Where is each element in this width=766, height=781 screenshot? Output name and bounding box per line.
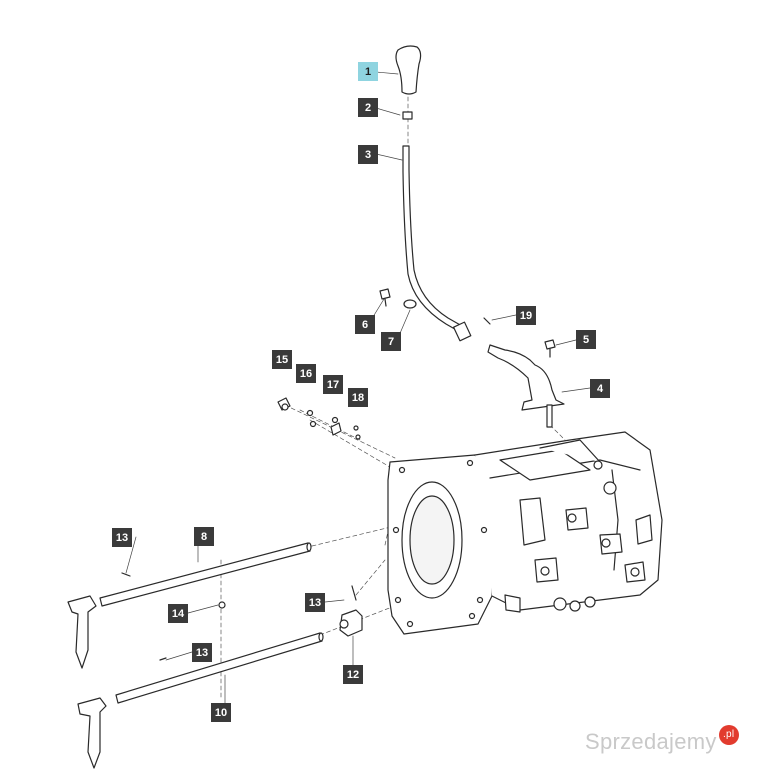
callout-4: 4 xyxy=(590,379,610,398)
transmission-housing xyxy=(387,431,663,635)
callout-1: 1 xyxy=(358,62,378,81)
callout-13b: 13 xyxy=(305,593,325,612)
roll-pin-a xyxy=(121,572,131,577)
selector-shaft xyxy=(546,404,553,428)
watermark: Sprzedajemy.pl xyxy=(585,725,739,757)
callout-13c: 13 xyxy=(192,643,212,662)
roll-pin-c xyxy=(159,657,167,661)
callout-17: 17 xyxy=(323,375,343,394)
pin-part xyxy=(483,317,491,325)
callout-18: 18 xyxy=(348,388,368,407)
callout-13a: 13 xyxy=(112,528,132,547)
selector-housing xyxy=(487,344,565,411)
callout-2: 2 xyxy=(358,98,378,117)
lever-collar xyxy=(453,321,472,342)
shift-fork-upper xyxy=(67,595,97,669)
selector-block xyxy=(339,609,363,637)
ring-part xyxy=(402,111,413,120)
callout-7: 7 xyxy=(381,332,401,351)
callout-6: 6 xyxy=(355,315,375,334)
callout-15: 15 xyxy=(272,350,292,369)
shift-fork-lower xyxy=(77,697,107,769)
callout-14: 14 xyxy=(168,604,188,623)
callout-5: 5 xyxy=(576,330,596,349)
callout-8: 8 xyxy=(194,527,214,546)
leader-lines xyxy=(125,71,591,706)
callout-3: 3 xyxy=(358,145,378,164)
detent-ball xyxy=(218,601,226,609)
roll-pin xyxy=(351,585,357,601)
callout-12: 12 xyxy=(343,665,363,684)
callout-16: 16 xyxy=(296,364,316,383)
watermark-badge: .pl xyxy=(718,725,739,745)
bolt-part xyxy=(379,288,391,307)
shift-rail-lower xyxy=(115,632,323,704)
gear-knob xyxy=(395,45,422,95)
callout-19: 19 xyxy=(516,306,536,325)
watermark-text: Sprzedajemy xyxy=(585,729,717,754)
small-hardware xyxy=(277,397,361,440)
callout-10: 10 xyxy=(211,703,231,722)
bolt-part-5 xyxy=(544,339,556,358)
washer-part xyxy=(403,299,417,309)
